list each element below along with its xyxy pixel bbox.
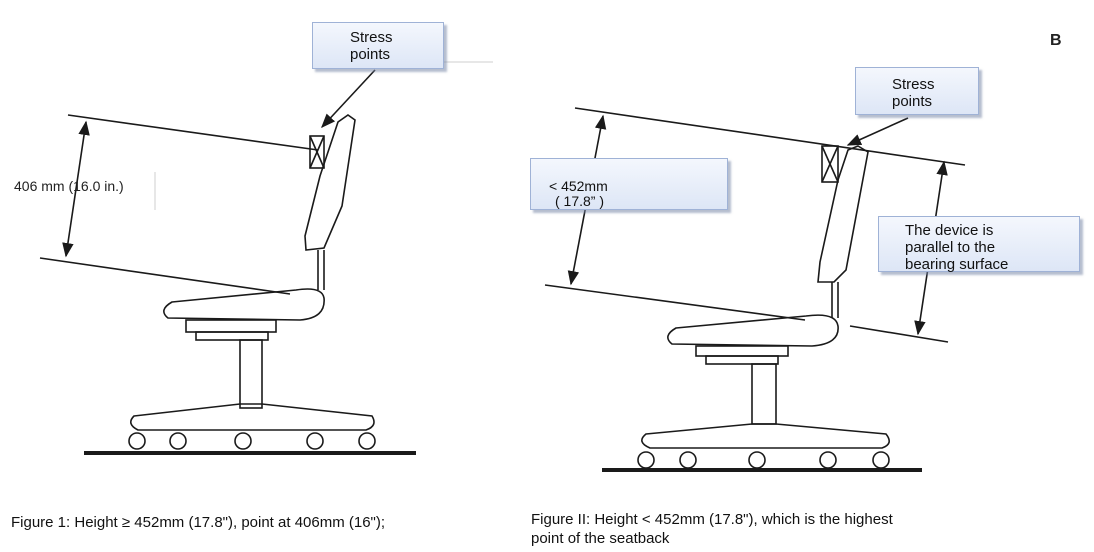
callout-leader [321,69,376,129]
caster [128,432,146,450]
note-line: bearing surface [905,256,1009,273]
backrest-2 [817,145,869,283]
height-label-box: < 452mm ( 17.8” ) [530,158,728,210]
caster [169,432,187,450]
stress-point-marker-2 [821,145,839,183]
note-line: The device is [905,222,994,239]
figure-1-drawing [39,69,376,450]
caster [872,451,890,469]
callout-line: Stress [892,76,935,93]
backrest [304,114,356,251]
chair-base [130,403,375,431]
dimension-label: 406 mm (16.0 in.) [14,178,124,194]
caster [819,451,837,469]
caster [637,451,655,469]
upper-extension-line [67,114,319,151]
caption-line: Figure II: Height < 452mm (17.8"), which… [531,511,893,528]
lower-extension-line [39,257,291,295]
chair-base-2 [641,423,890,449]
dimension-arrow [62,120,90,258]
note-line: parallel to the [905,239,996,256]
caster [358,432,376,450]
caption-line: point of the seatback [531,530,670,547]
gas-column-2 [751,363,777,425]
callout-line: points [350,46,391,63]
top-extension-line [574,107,966,166]
figure-2-caption: Figure II: Height < 452mm (17.8"), which… [531,510,893,548]
callout-line: Stress [350,29,393,46]
stress-points-callout-2: Stress points [855,67,979,115]
height-label-line: < 452mm [549,178,608,194]
height-label-line: ( 17.8” ) [555,193,605,209]
figure-1-caption: Figure 1: Height ≥ 452mm (17.8"), point … [11,514,386,531]
callout-leader-2 [846,117,909,146]
caster [748,451,766,469]
stress-points-callout-1: Stress points [312,22,444,69]
caster [234,432,252,450]
stress-point-marker [309,135,325,169]
seat-extension-line [544,284,806,321]
corner-mark: B [1050,32,1062,49]
parallel-note-box: The device is parallel to the bearing su… [878,216,1080,273]
caster [306,432,324,450]
parallel-lower-line [849,325,949,343]
seat [163,288,325,321]
callout-line: points [892,93,933,110]
gas-column [239,339,263,409]
caster [679,451,697,469]
seat-2 [667,314,839,347]
